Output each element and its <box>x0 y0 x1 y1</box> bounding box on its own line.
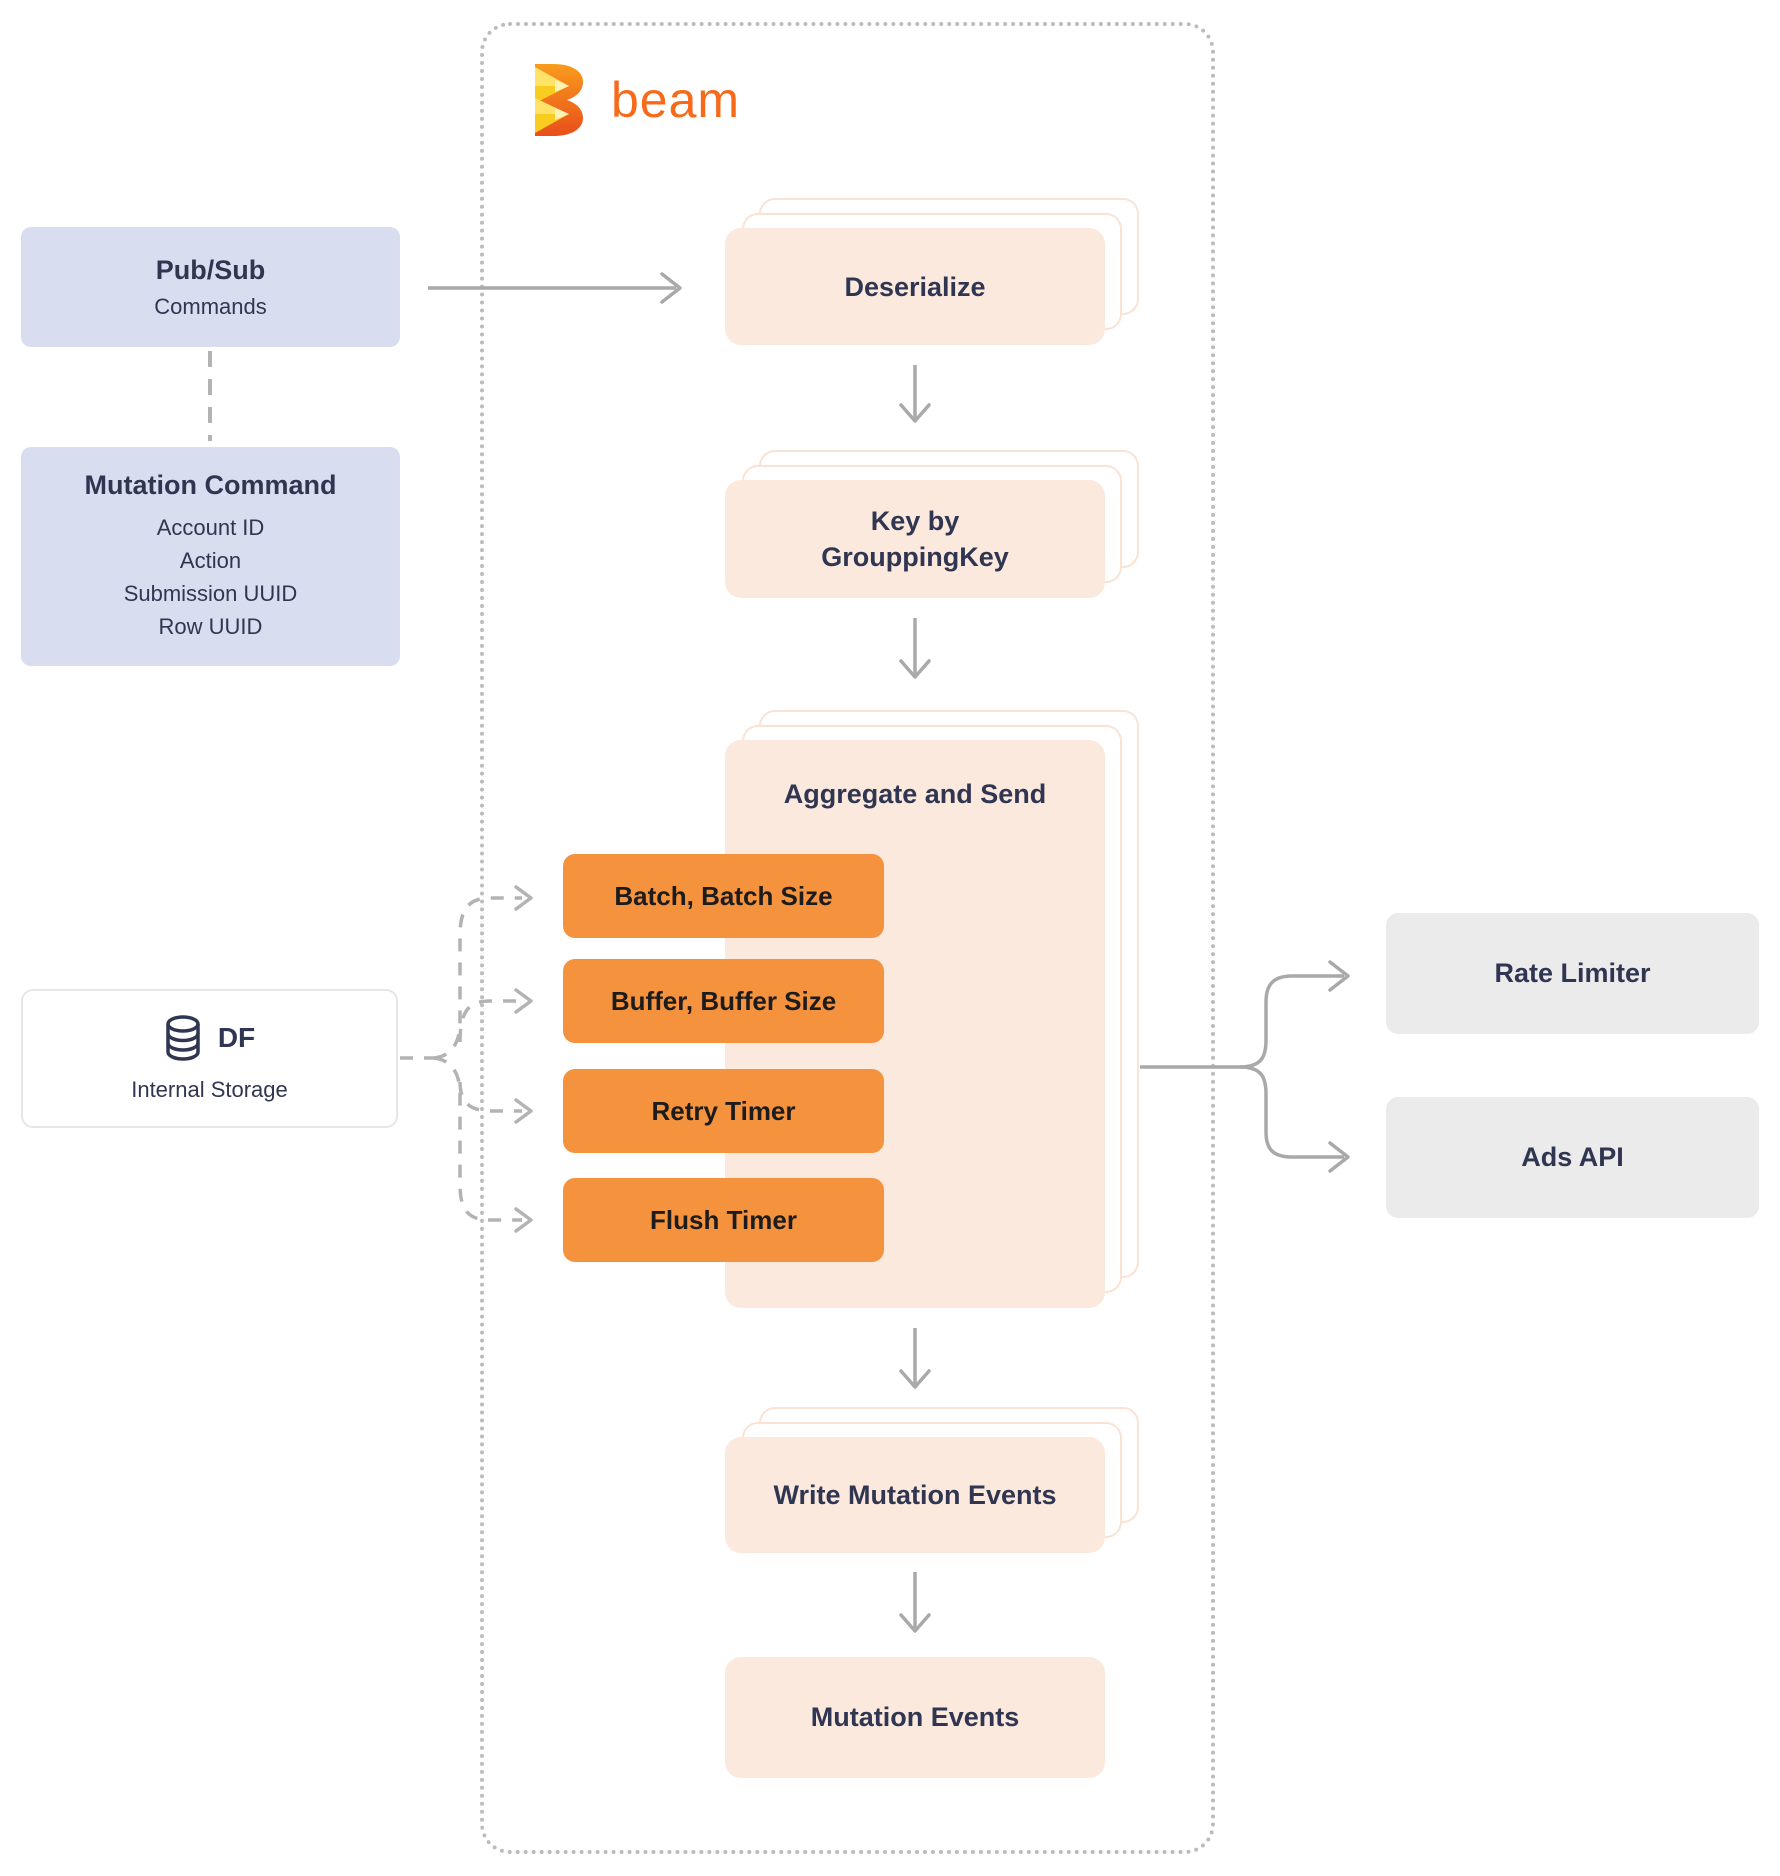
arrowhead <box>1328 1141 1350 1173</box>
pubsub-title: Pub/Sub <box>155 254 266 285</box>
fork-branch-rate-limiter <box>1239 974 1344 1069</box>
field-row-uuid: Row UUID <box>158 614 263 639</box>
internal-storage-subtitle: Internal Storage <box>131 1076 288 1102</box>
param-retry-timer-label: Retry Timer <box>651 1095 796 1126</box>
key-by-groupingkey-node: Key by GrouppingKey <box>725 450 1139 598</box>
beam-wordmark: beam <box>611 72 741 128</box>
param-flush-timer-label: Flush Timer <box>650 1204 797 1235</box>
rate-limiter-label: Rate Limiter <box>1494 958 1651 988</box>
param-buffer-label: Buffer, Buffer Size <box>610 985 837 1016</box>
rate-limiter-node: Rate Limiter <box>1386 913 1759 1034</box>
mutation-events-node: Mutation Events <box>725 1657 1105 1778</box>
database-icon <box>166 1014 200 1061</box>
param-buffer: Buffer, Buffer Size <box>563 959 884 1043</box>
key-by-line1: Key by <box>870 506 960 536</box>
arrowhead <box>1328 960 1350 992</box>
pubsub-subtitle: Commands <box>154 293 267 319</box>
write-mutation-events-node: Write Mutation Events <box>725 1407 1139 1553</box>
field-action: Action <box>179 548 242 573</box>
beam-logo: beam <box>531 62 740 138</box>
write-mutation-events-label: Write Mutation Events <box>773 1480 1057 1510</box>
ads-api-label: Ads API <box>1521 1142 1624 1172</box>
aggregate-title: Aggregate and Send <box>783 779 1047 809</box>
internal-storage-title: DF <box>217 1021 256 1053</box>
deserialize-node: Deserialize <box>725 198 1139 345</box>
mutation-events-label: Mutation Events <box>810 1702 1020 1732</box>
deserialize-label: Deserialize <box>844 271 986 302</box>
field-account-id: Account ID <box>156 515 265 540</box>
mutation-command-fields: Account ID Action Submission UUID Row UU… <box>124 511 298 643</box>
key-by-line2: GrouppingKey <box>821 542 1009 572</box>
mutation-command-node: Mutation Command Account ID Action Submi… <box>21 447 400 666</box>
beam-b-logo-icon <box>535 64 583 136</box>
param-batch-label: Batch, Batch Size <box>614 880 833 911</box>
mutation-command-title: Mutation Command <box>84 470 337 500</box>
param-retry-timer: Retry Timer <box>563 1069 884 1153</box>
fork-branch-ads-api <box>1239 1065 1344 1159</box>
param-flush-timer: Flush Timer <box>563 1178 884 1262</box>
param-batch: Batch, Batch Size <box>563 854 884 938</box>
pubsub-node: Pub/Sub Commands <box>21 227 400 347</box>
internal-storage-node: DF Internal Storage <box>21 989 398 1128</box>
ads-api-node: Ads API <box>1386 1097 1759 1218</box>
field-submission-uuid: Submission UUID <box>123 581 298 606</box>
